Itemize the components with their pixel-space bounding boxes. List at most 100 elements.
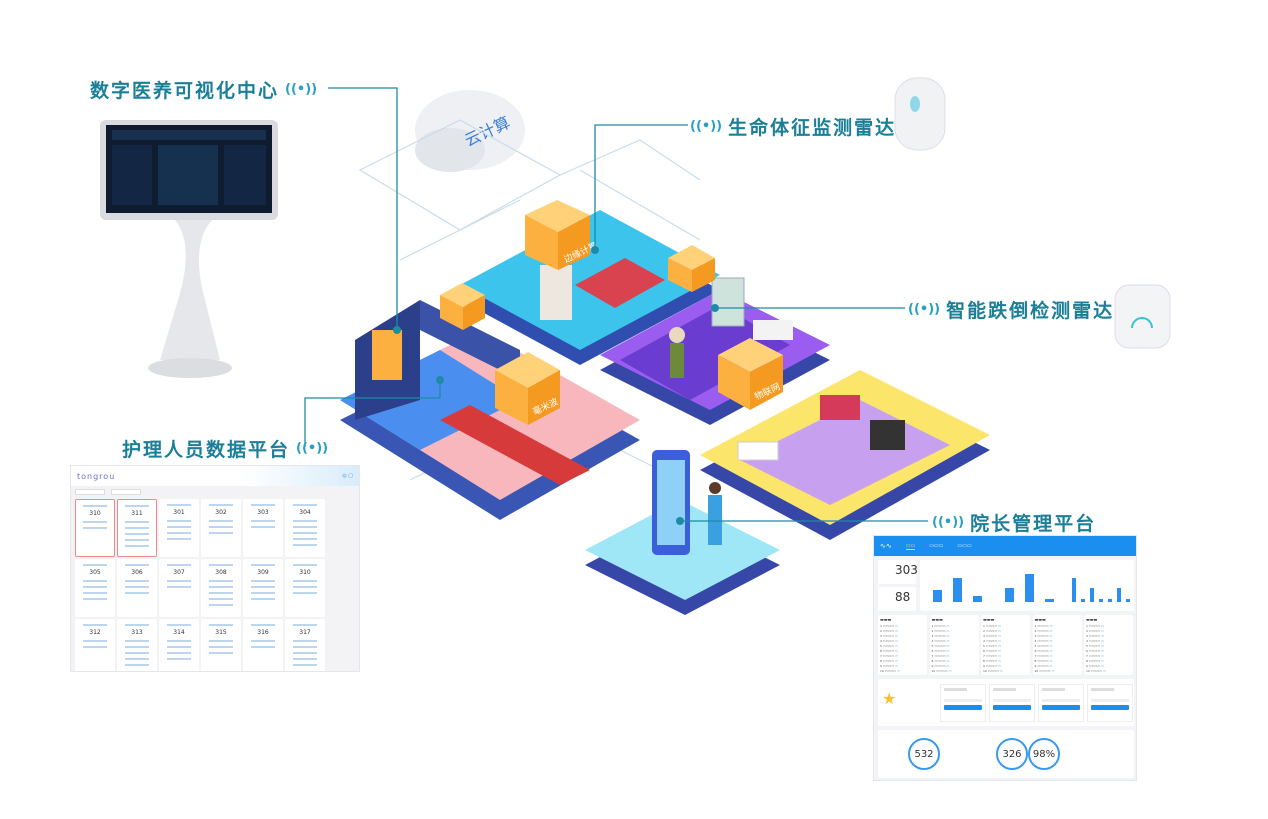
room-card[interactable]: 310 <box>285 559 325 617</box>
room-number: 315 <box>215 629 227 636</box>
room-card[interactable]: 304 <box>285 499 325 557</box>
room-card[interactable]: 310 <box>75 499 115 557</box>
ranking-table: ▬▬▬1 ▭▭▭▭ ▭2 ▭▭▭▭ ▭3 ▭▭▭▭ ▭4 ▭▭▭▭ ▭5 ▭▭▭… <box>1084 615 1133 675</box>
user-menu[interactable]: ◎ ▢ <box>342 473 353 479</box>
room-title <box>293 504 317 506</box>
room-card[interactable]: 302 <box>201 499 241 557</box>
room-status-line <box>167 526 191 528</box>
room-status-line <box>83 598 107 600</box>
resident-card[interactable] <box>989 684 1035 722</box>
room-status-line <box>251 640 275 642</box>
room-status-line <box>83 586 107 588</box>
resident-card[interactable] <box>1038 684 1084 722</box>
logo: tongrou <box>77 471 116 481</box>
table-row: 1 ▭▭▭▭ ▭ <box>1034 624 1053 628</box>
ring-count: 326 <box>996 738 1028 770</box>
room-card[interactable]: 315 <box>201 619 241 671</box>
room-title <box>251 564 275 566</box>
room-status-line <box>209 652 233 654</box>
room-card[interactable]: 301 <box>159 499 199 557</box>
room-title <box>167 564 191 566</box>
table-row: 1 ▭▭▭▭ ▭ <box>880 624 898 628</box>
room-status-line <box>125 539 149 541</box>
room-card[interactable]: 306 <box>117 559 157 617</box>
room-status-line <box>83 580 107 582</box>
table-row: 4 ▭▭▭▭ ▭ <box>880 639 898 643</box>
table-row: 3 ▭▭▭▭ ▭ <box>931 634 950 638</box>
card-button[interactable] <box>1091 705 1129 710</box>
table-title: ▬▬▬ <box>880 617 892 622</box>
table-row: 1 ▭▭▭▭ ▭ <box>931 624 950 628</box>
room-title <box>209 504 233 506</box>
bathroom-platform <box>600 277 830 425</box>
label-text: 院长管理平台 <box>970 513 1097 535</box>
tab-home[interactable]: ▭▭ <box>905 542 916 550</box>
room-card[interactable]: 303 <box>243 499 283 557</box>
room-status-line <box>125 545 149 547</box>
tab-3[interactable]: ▭▭▭ <box>957 543 972 549</box>
resident-card[interactable] <box>1087 684 1133 722</box>
room-status-line <box>209 526 233 528</box>
room-card[interactable]: 317 <box>285 619 325 671</box>
room-title <box>83 564 107 566</box>
table-row: 1 ▭▭▭▭ ▭ <box>1086 624 1104 628</box>
building-select[interactable] <box>75 489 105 495</box>
room-card[interactable]: 316 <box>243 619 283 671</box>
room-status-line <box>209 532 233 534</box>
chart-bar <box>1107 598 1112 602</box>
stat-value: 88 <box>895 590 911 604</box>
room-status-line <box>293 532 317 534</box>
table-row: 7 ▭▭▭▭ ▭ <box>983 654 1001 658</box>
chart-bar <box>1045 598 1055 602</box>
room-card[interactable]: 311 <box>117 499 157 557</box>
resident-card[interactable] <box>940 684 986 722</box>
visual-center-kiosk <box>100 120 278 378</box>
room-card[interactable]: 313 <box>117 619 157 671</box>
room-status-line <box>83 592 107 594</box>
room-status-line <box>125 664 149 666</box>
room-number: 304 <box>299 509 311 516</box>
table-row: 5 ▭▭▭▭ ▭ <box>880 644 898 648</box>
room-title <box>125 564 149 566</box>
room-card[interactable]: 305 <box>75 559 115 617</box>
chart-bar <box>1125 598 1130 602</box>
room-title <box>209 624 233 626</box>
tab-2[interactable]: ▭▭▭ <box>929 543 944 549</box>
table-title: ▬▬▬ <box>1086 617 1098 622</box>
room-status-line <box>167 538 191 540</box>
card-text <box>1091 699 1129 702</box>
card-button[interactable] <box>993 705 1031 710</box>
table-row: 5 ▭▭▭▭ ▭ <box>983 644 1001 648</box>
label-vital-radar: ((•))生命体征监测雷达 <box>690 113 896 140</box>
leader-dots <box>393 246 719 525</box>
table-row: 8 ▭▭▭▭ ▭ <box>880 659 898 663</box>
table-row: 6 ▭▭▭▭ ▭ <box>880 649 898 653</box>
card-button[interactable] <box>944 705 982 710</box>
room-card[interactable]: 308 <box>201 559 241 617</box>
leader-lines <box>304 87 928 522</box>
room-status-line <box>209 520 233 522</box>
table-title: ▬▬▬ <box>983 617 995 622</box>
room-number: 307 <box>173 569 185 576</box>
room-number: 305 <box>89 569 101 576</box>
room-title <box>167 504 191 506</box>
chart-bar <box>953 577 963 602</box>
label-nurse-platform: 护理人员数据平台((•)) <box>122 435 328 462</box>
chart-bar <box>1090 588 1095 602</box>
floor-select[interactable] <box>111 489 141 495</box>
room-number: 317 <box>299 629 311 636</box>
table-row: 9 ▭▭▭▭ ▭ <box>880 664 898 668</box>
chart-bar <box>1072 577 1077 602</box>
ranking-table: ▬▬▬1 ▭▭▭▭ ▭2 ▭▭▭▭ ▭3 ▭▭▭▭ ▭4 ▭▭▭▭ ▭5 ▭▭▭… <box>1032 615 1082 675</box>
room-card[interactable]: 309 <box>243 559 283 617</box>
room-card[interactable]: 312 <box>75 619 115 671</box>
room-status-line <box>209 640 233 642</box>
room-card[interactable]: 314 <box>159 619 199 671</box>
director-dashboard-header: ∿∿ ▭▭ ▭▭▭ ▭▭▭ <box>874 536 1136 556</box>
room-number: 314 <box>173 629 185 636</box>
label-text: 数字医养可视化中心 <box>90 80 280 102</box>
room-card[interactable]: 307 <box>159 559 199 617</box>
table-row: 5 ▭▭▭▭ ▭ <box>1086 644 1104 648</box>
card-button[interactable] <box>1042 705 1080 710</box>
table-title: ▬▬▬ <box>931 617 943 622</box>
